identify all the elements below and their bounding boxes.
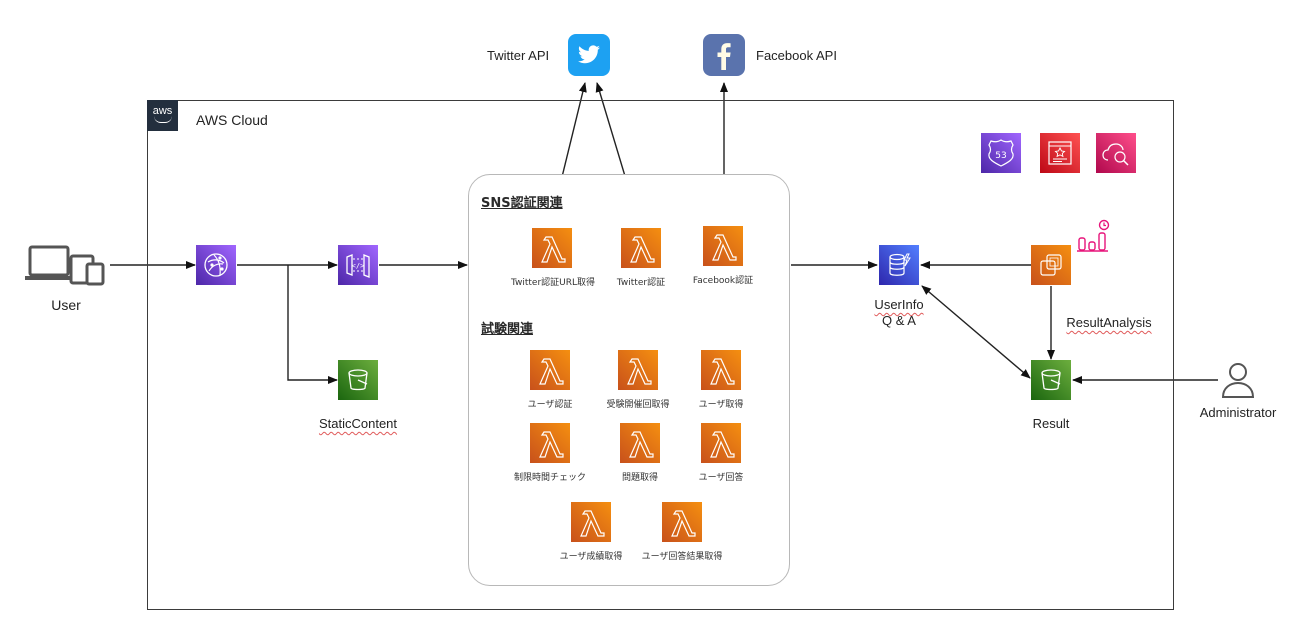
ec2-instances-icon [1040, 254, 1062, 276]
result-label: Result [1032, 416, 1070, 431]
aws-cloud-boundary [147, 100, 1174, 610]
userinfo-dynamodb[interactable] [879, 245, 919, 285]
sns-group-title: SNS認証関連 [481, 196, 563, 211]
cloudfront-icon [204, 253, 228, 277]
user-devices-icon [25, 244, 109, 286]
route53-node[interactable]: 53 [981, 133, 1021, 173]
user-label: User [51, 297, 81, 313]
static-content-bucket[interactable] [338, 360, 378, 400]
route53-icon: 53 [988, 139, 1014, 167]
scheduled-metrics-icon [1076, 218, 1112, 252]
aws-cloud-title: AWS Cloud [196, 112, 268, 128]
lambda-label: Facebook認証 [692, 276, 754, 286]
lambda-twitter-auth[interactable] [621, 228, 661, 268]
lambda-icon [671, 510, 696, 537]
lambda-user-auth[interactable] [530, 350, 570, 390]
lambda-label: 受験開催回取得 [606, 400, 670, 410]
svg-text:</>: </> [352, 262, 365, 270]
cloudwatch-icon [1102, 143, 1129, 166]
lambda-label: ユーザ成績取得 [559, 552, 623, 562]
lambda-icon [710, 431, 735, 458]
edge-dynamodb-result [921, 285, 1031, 379]
lambda-twitter-url[interactable] [532, 228, 572, 268]
s3-bucket-icon [348, 369, 368, 391]
edge-cloudfront-s3 [287, 265, 338, 384]
lambda-label: 制限時間チェック [513, 473, 587, 483]
aws-logo: aws [147, 100, 178, 131]
exam-group-title: 試験関連 [481, 322, 534, 337]
administrator-label: Administrator [1199, 405, 1277, 420]
lambda-label: Twitter認証 [616, 278, 666, 288]
cloudfront-node[interactable] [196, 245, 236, 285]
lambda-icon [712, 234, 737, 261]
lambda-label: ユーザ取得 [698, 400, 744, 410]
api-gateway-icon: </> [346, 254, 370, 278]
certificate-manager-node[interactable] [1040, 133, 1080, 173]
lambda-question-get[interactable] [620, 423, 660, 463]
lambda-user-get[interactable] [701, 350, 741, 390]
lambda-label: 問題取得 [621, 473, 659, 483]
dynamodb-icon [889, 253, 911, 276]
lambda-icon [580, 510, 605, 537]
lambda-user-score[interactable] [571, 502, 611, 542]
lambda-label: Twitter認証URL取得 [510, 278, 596, 288]
result-analysis-label: ResultAnalysis [1066, 315, 1152, 330]
lambda-label: ユーザ認証 [527, 400, 573, 410]
result-bucket[interactable] [1031, 360, 1071, 400]
lambda-facebook-auth[interactable] [703, 226, 743, 266]
lambda-label: ユーザ回答 [698, 473, 744, 483]
api-gateway-node[interactable]: </> [338, 245, 378, 285]
administrator-icon [1218, 360, 1258, 400]
userinfo-label: UserInfo [874, 297, 924, 312]
result-analysis-ec2[interactable] [1031, 245, 1071, 285]
facebook-icon[interactable] [703, 34, 745, 76]
lambda-icon [627, 358, 652, 385]
lambda-icon [541, 236, 566, 263]
lambda-answer-result[interactable] [662, 502, 702, 542]
svg-text:53: 53 [995, 151, 1006, 161]
lambda-icon [630, 236, 655, 263]
lambda-icon [539, 431, 564, 458]
static-content-label: StaticContent [318, 416, 398, 431]
lambda-icon [710, 358, 735, 385]
lambda-user-answer[interactable] [701, 423, 741, 463]
lambda-time-check[interactable] [530, 423, 570, 463]
twitter-icon[interactable] [568, 34, 610, 76]
lambda-exam-session[interactable] [618, 350, 658, 390]
lambda-icon [539, 358, 564, 385]
cloudwatch-node[interactable] [1096, 133, 1136, 173]
lambda-icon [629, 431, 654, 458]
qa-label: Q & A [882, 313, 916, 328]
s3-bucket-icon [1041, 369, 1061, 391]
facebook-api-label: Facebook API [756, 48, 837, 63]
twitter-api-label: Twitter API [487, 48, 550, 63]
lambda-label: ユーザ回答結果取得 [641, 552, 723, 562]
certificate-manager-icon [1048, 141, 1072, 165]
